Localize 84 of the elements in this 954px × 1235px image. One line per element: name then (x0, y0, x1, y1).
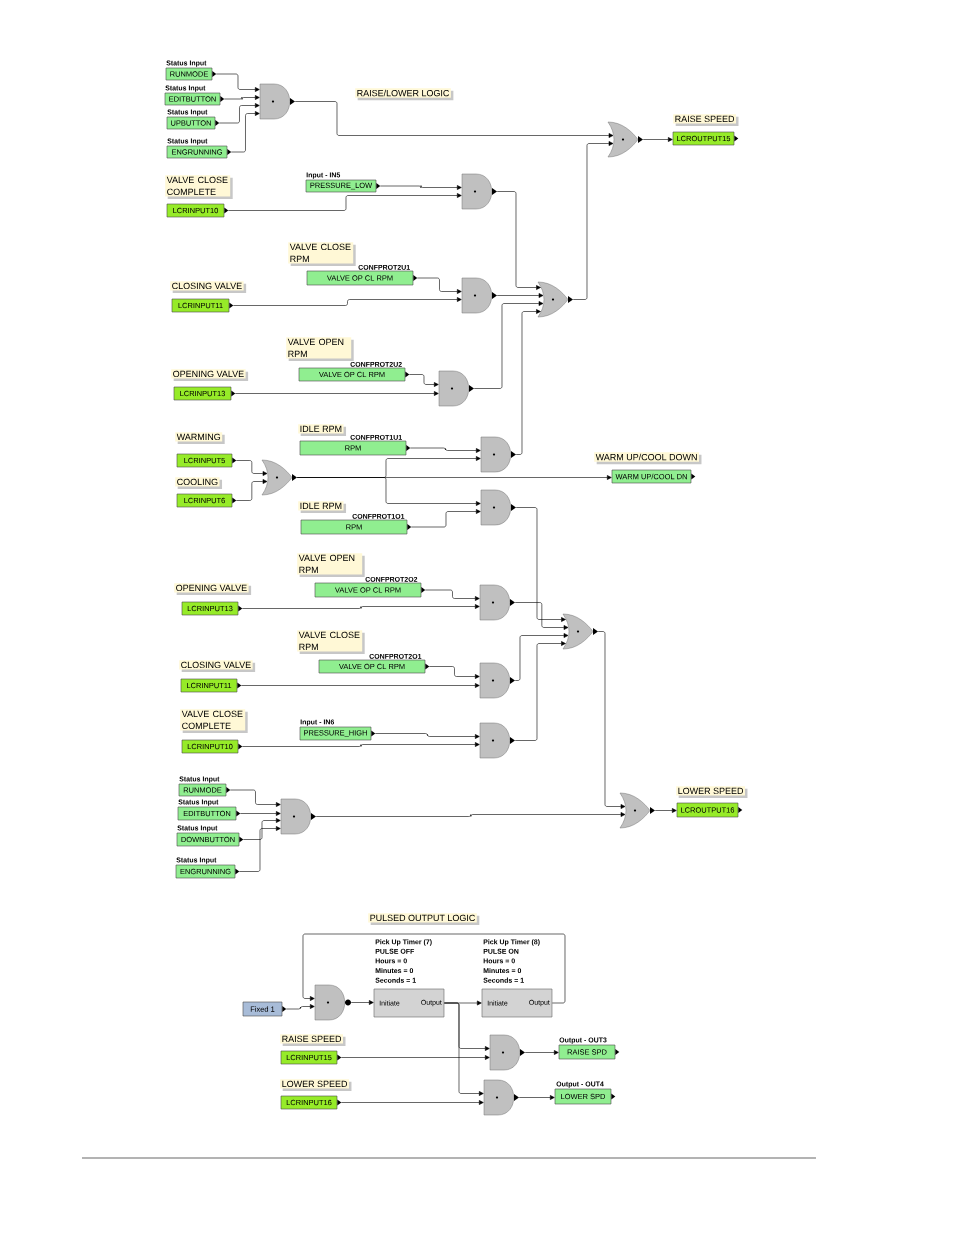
arrow (216, 73, 260, 92)
note-label: CLOSING VALVE (170, 281, 247, 294)
note-label: OPENING VALVE (174, 583, 252, 596)
arrow (429, 666, 480, 679)
note-label: VALVE CLOSE RPM (288, 242, 356, 266)
and-gate (479, 584, 515, 621)
arrow (375, 733, 480, 739)
note-label: VALVE CLOSE COMPLETE (180, 709, 248, 733)
or-gate (537, 281, 573, 318)
arrow (444, 1002, 484, 1096)
note-label: LOWER SPEED (280, 1079, 352, 1092)
note-label: OPENING VALVE (171, 369, 249, 382)
arrow (417, 277, 462, 294)
arrow (515, 507, 566, 622)
note-label: CLOSING VALVE (179, 660, 256, 673)
and-gate (480, 436, 516, 473)
note-label: VALVE CLOSE RPM (297, 630, 365, 654)
arrow (236, 479, 268, 501)
and-gate (280, 798, 316, 835)
arrow (233, 297, 462, 306)
arrow (515, 309, 541, 455)
arrow (496, 293, 544, 298)
arrow (496, 191, 541, 290)
arrow (341, 1100, 484, 1105)
note-label: VALVE OPEN RPM (297, 553, 365, 577)
note-label: VALVE CLOSE COMPLETE (165, 175, 233, 199)
arrow (514, 633, 569, 681)
note-label: WARMING (175, 432, 225, 445)
arrow (410, 447, 481, 453)
arrow (230, 789, 281, 807)
arrow (228, 193, 462, 211)
note-label: COOLING (175, 477, 223, 490)
arrow (235, 391, 439, 396)
note-label: IDLE RPM (298, 501, 347, 513)
arrow (294, 101, 614, 138)
note-label: LOWER SPEED (676, 786, 748, 799)
arrow (219, 103, 260, 124)
arrow (296, 477, 481, 506)
arrow (473, 301, 544, 389)
or-gate (261, 459, 297, 496)
note-label: WARM UP/COOL DOWN (594, 452, 702, 465)
arrow (518, 1095, 555, 1100)
arrow (286, 1004, 315, 1010)
arrow (243, 818, 281, 840)
and-gate (489, 1034, 525, 1071)
and-gate (479, 722, 515, 759)
or-gate (619, 792, 655, 829)
arrow (241, 683, 480, 688)
title-label: PULSED OUTPUT LOGIC (368, 913, 480, 926)
note-label: RAISE SPEED (673, 114, 739, 127)
arrow (231, 111, 260, 153)
arrow (224, 95, 260, 100)
arrow (240, 811, 281, 816)
arrow (350, 1000, 374, 1005)
and-gate (438, 370, 474, 407)
and-gate (483, 1079, 519, 1116)
arrow (341, 1055, 490, 1060)
arrow (239, 826, 281, 872)
or-gate (562, 613, 598, 650)
nand-gate (314, 984, 351, 1021)
arrow (242, 742, 480, 747)
arrow (654, 808, 677, 813)
and-gate (479, 662, 515, 699)
arrow (514, 641, 566, 741)
arrow (514, 602, 569, 630)
note-label: RAISE SPEED (280, 1034, 346, 1047)
arrow (409, 374, 439, 387)
or-gate (607, 121, 643, 158)
arrow (597, 631, 626, 809)
arrow (236, 460, 268, 476)
arrow (425, 589, 480, 601)
and-gate (259, 83, 295, 120)
arrow (242, 604, 480, 609)
and-gate (461, 173, 497, 210)
title-label: RAISE/LOWER LOGIC (355, 88, 454, 101)
note-label: VALVE OPEN RPM (286, 337, 354, 361)
arrow (315, 812, 626, 817)
note-label: IDLE RPM (298, 424, 347, 436)
and-gate (480, 489, 516, 526)
arrow (524, 1050, 559, 1055)
and-gate (461, 277, 497, 314)
arrow (642, 137, 673, 142)
arrow (380, 185, 462, 190)
arrow (411, 509, 481, 528)
